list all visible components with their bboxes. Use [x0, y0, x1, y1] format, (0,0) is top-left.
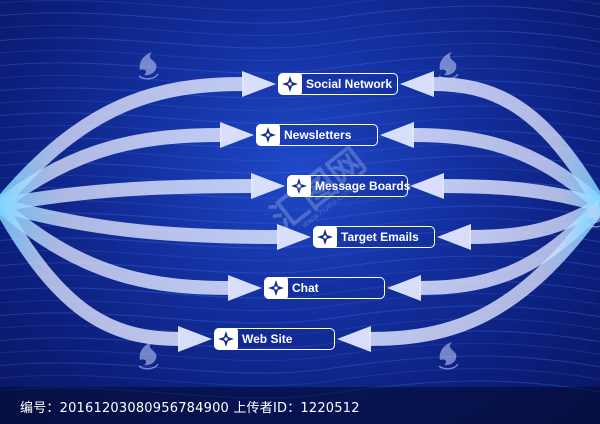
node-newsletters: Newsletters: [256, 124, 378, 146]
node-label: Message Boards: [315, 179, 411, 193]
right-arrow-shaft-6: [368, 200, 600, 346]
left-arrow-shaft-3: [0, 179, 254, 212]
wave-line: [0, 17, 600, 37]
wave-line: [0, 92, 600, 112]
wave-line: [0, 55, 600, 74]
right-arrow-head-4: [437, 224, 471, 250]
wave-line: [0, 342, 600, 362]
watermark-bar: 编号：20161203080956784900 上传者ID：1220512: [0, 387, 600, 424]
left-arrow-shaft-4: [0, 198, 280, 244]
left-arrow-head-4: [277, 224, 311, 250]
watermark-text: 编号：20161203080956784900 上传者ID：1220512: [20, 401, 360, 416]
node-label: Target Emails: [341, 230, 419, 244]
wave-line: [0, 0, 600, 12]
left-arrow-shaft-2: [0, 128, 223, 211]
right-arrow-head-3: [410, 173, 444, 199]
node-chat: Chat: [264, 277, 385, 299]
four-point-star-icon: [256, 124, 280, 146]
right-arrow-shaft-2: [411, 128, 600, 211]
decorative-marks: [138, 52, 600, 370]
left-arrow-shaft-5: [0, 199, 231, 295]
left-arrows: [0, 71, 311, 352]
wave-line: [0, 130, 600, 149]
four-point-star-icon: [287, 175, 311, 197]
wave-line: [0, 355, 600, 374]
left-arrow-shaft-6: [0, 201, 181, 346]
wave-line: [0, 292, 600, 312]
wave-line: [0, 330, 600, 349]
right-arrow-head-5: [387, 275, 421, 301]
wave-line: [0, 167, 600, 187]
right-arrow-head-1: [400, 71, 434, 97]
left-arrow-head-1: [242, 71, 276, 97]
right-arrows: [337, 71, 600, 352]
wave-line: [0, 242, 600, 262]
node-label: Social Network: [306, 77, 393, 91]
four-point-star-icon: [313, 226, 337, 248]
node-message-boards: Message Boards: [287, 175, 411, 197]
left-arrow-shaft-1: [0, 77, 245, 210]
right-arrow-head-6: [337, 326, 371, 352]
swirl-mark-icon: [438, 342, 459, 370]
wave-line: [0, 367, 600, 387]
four-point-star-icon: [264, 277, 288, 299]
left-arrow-head-6: [178, 326, 212, 352]
wave-line: [0, 42, 600, 62]
four-point-star-icon: [278, 73, 302, 95]
swirl-mark-icon: [138, 52, 159, 80]
left-arrow-head-5: [228, 275, 262, 301]
swirl-mark-icon: [586, 200, 600, 228]
wave-line: [0, 67, 600, 87]
right-arrow-shaft-1: [431, 77, 600, 209]
node-label: Web Site: [242, 332, 293, 346]
right-arrow-shaft-3: [441, 179, 600, 212]
right-arrow-head-2: [380, 122, 414, 148]
four-point-star-icon: [214, 328, 238, 350]
wave-line: [0, 30, 600, 49]
node-social-network: Social Network: [278, 73, 398, 95]
wave-line: [0, 80, 600, 99]
wave-line: [0, 5, 600, 24]
wave-line: [0, 305, 600, 324]
node-web-site: Web Site: [214, 328, 335, 350]
left-arrow-head-3: [251, 173, 285, 199]
node-label: Chat: [292, 281, 319, 295]
node-target-emails: Target Emails: [313, 226, 435, 248]
swirl-mark-icon: [138, 342, 159, 370]
wave-line: [0, 205, 600, 224]
left-arrow-head-2: [220, 122, 254, 148]
swirl-mark-icon: [438, 52, 459, 80]
node-label: Newsletters: [284, 128, 352, 142]
